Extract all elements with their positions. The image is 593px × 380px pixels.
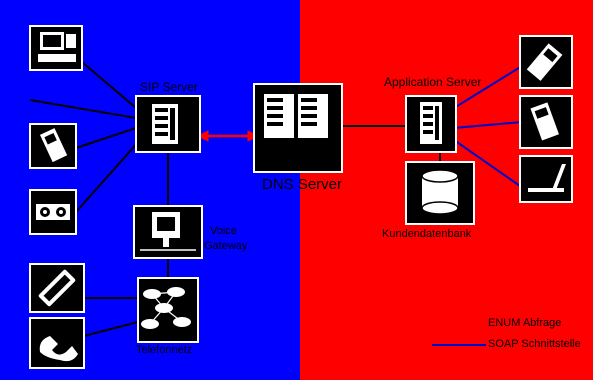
handheld-device-right [519,95,573,149]
tape-device [29,189,77,235]
telephone-device [29,317,85,369]
sip-server-device [135,95,201,153]
telefonnetz-label: Telefonnetz [136,344,193,356]
kundendatenbank-label: Kundendatenbank [382,228,472,240]
voice-gateway-label-line1: Voice [210,225,237,237]
kundendatenbank-device [405,161,475,225]
mobile-device-left [29,123,77,169]
cordless-phone-device [29,263,85,313]
voice-gateway-device [133,205,203,259]
dns-server-device [253,83,343,173]
mobile-device-right [519,35,573,89]
enum-legend-label: ENUM Abfrage [488,317,562,329]
notebook-device-right [519,155,573,203]
soap-connections [453,65,523,187]
sip-server-label: SIP Server [140,80,198,94]
application-server-device [405,95,457,153]
dns-server-label: DNS Server [262,176,343,193]
soap-legend-label: SOAP Schnittstelle [488,338,581,350]
application-server-label: Application Server [384,75,482,89]
voice-gateway-label-line2: Gateway [204,240,248,252]
laptop-device [29,25,83,71]
black-connections [29,61,441,337]
telefonnetz-device [137,277,199,343]
